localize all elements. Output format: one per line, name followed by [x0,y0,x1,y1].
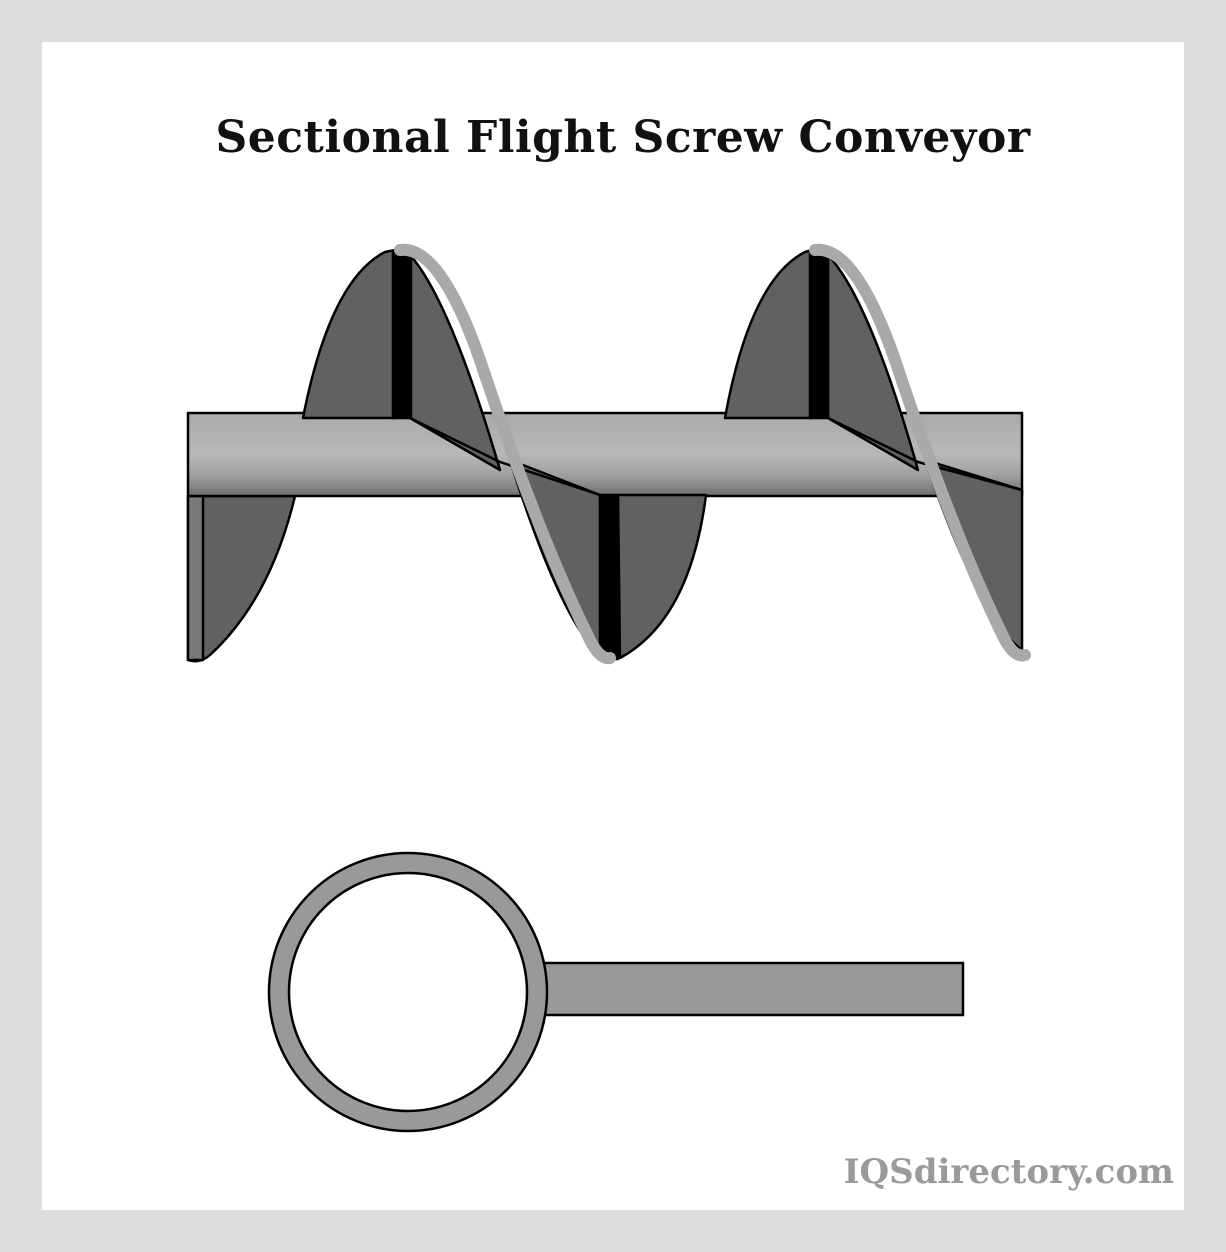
flight-bottom-mid-right [616,493,708,660]
helix-edge-1 [394,243,616,665]
diagram-title: Sectional Flight Screw Conveyor [215,112,1031,163]
flight-edge-left [186,494,205,662]
flight-ring-hole [287,871,529,1113]
flight-top-2-right [826,253,920,472]
flight-weld-3 [808,250,830,420]
flight-arm [538,961,965,1017]
flight-weld-1 [391,250,413,420]
flight-weld-2 [598,493,620,661]
watermark-logo: IQSdirectory.com [843,1152,1174,1192]
flight-top-2-left [723,248,814,420]
flight-top-1-right [408,253,502,472]
flight-top-1-left [301,248,397,420]
helix-edge-2 [809,243,1031,662]
sectional-flight [267,851,965,1133]
